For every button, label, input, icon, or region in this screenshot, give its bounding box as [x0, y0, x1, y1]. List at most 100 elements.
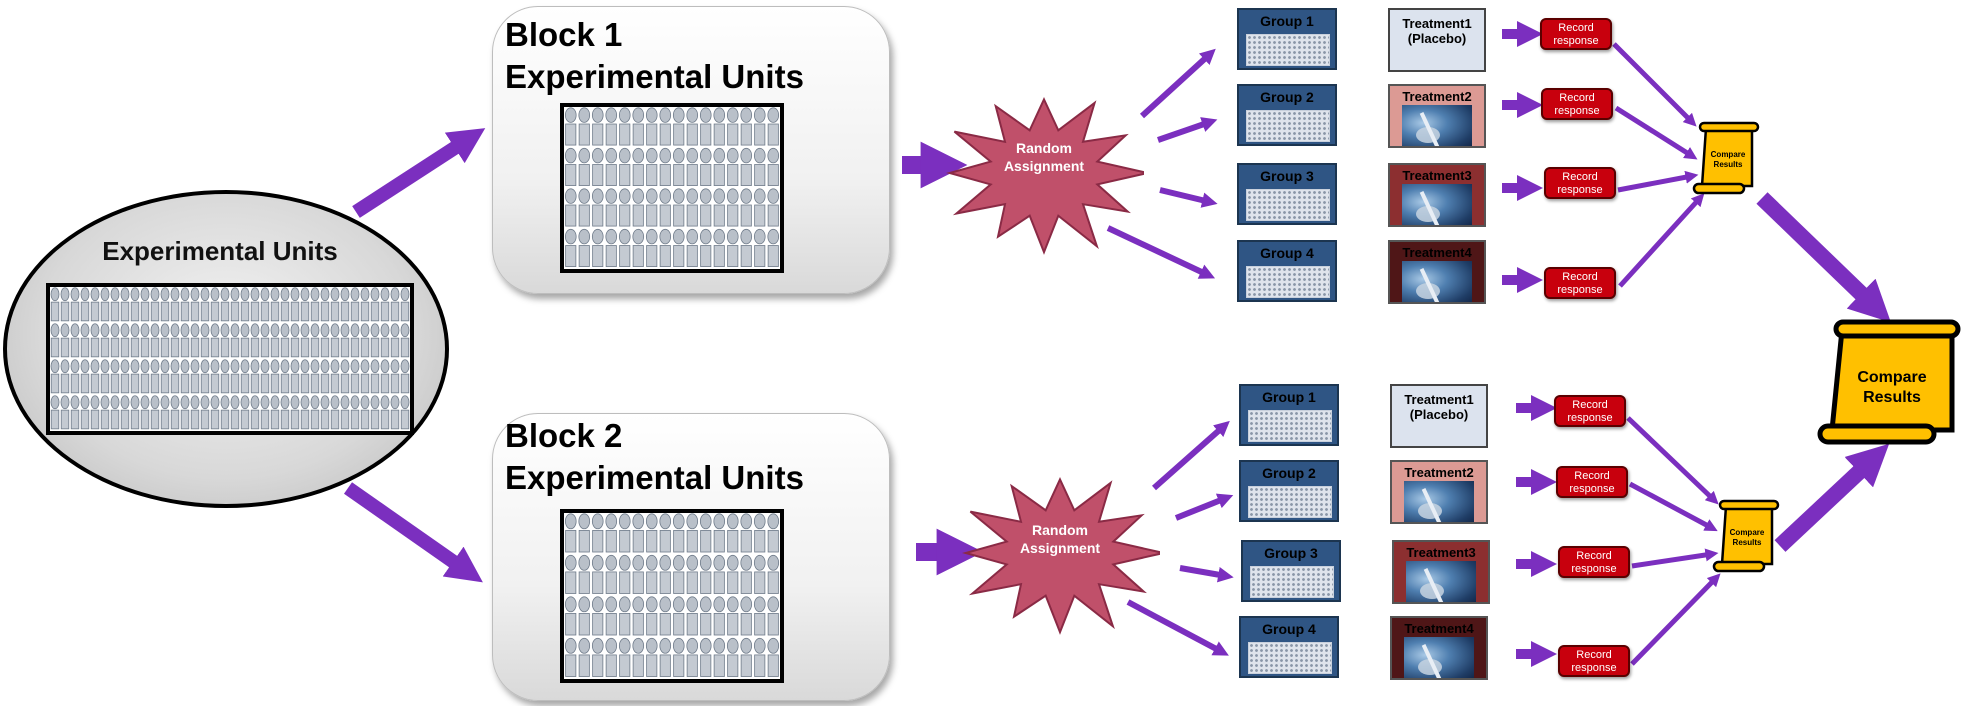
block-2-treatment-3: Treatment3 [1392, 540, 1490, 604]
arrow-icon [1126, 599, 1229, 656]
treatment-label: Treatment4 [1402, 245, 1472, 260]
arrow-icon [1612, 42, 1697, 127]
block-2-group-1: Group 1 [1239, 384, 1339, 446]
block-2-unit-grid [560, 509, 784, 683]
block-1-treatment-2: Treatment2 [1388, 84, 1486, 148]
group-unit-grid [1250, 566, 1334, 598]
arrow-icon [1614, 105, 1698, 160]
block-2-treatment-4: Treatment4 [1390, 616, 1488, 680]
record-line2: response [1571, 563, 1617, 575]
group-unit-grid [1246, 34, 1330, 66]
syringe-photo-icon [1406, 561, 1476, 602]
arrow-icon [1139, 48, 1216, 119]
arrow-icon [1617, 170, 1699, 193]
treatment-label: Treatment2 [1402, 89, 1472, 104]
block-1-treatment-1: Treatment1 (Placebo) [1388, 8, 1486, 72]
random-assignment-label-2: Random Assignment [1019, 522, 1101, 556]
compare-results-small-2: Compare Results [1724, 528, 1770, 548]
arrow-icon [1774, 443, 1890, 552]
block-1-title-line2: Experimental Units [505, 58, 804, 95]
record-line2: response [1554, 105, 1600, 117]
block-2-treatment-2: Treatment2 [1390, 460, 1488, 524]
compare-line2: Results [1863, 389, 1921, 406]
block-2-treatment-1: Treatment1 (Placebo) [1390, 384, 1488, 448]
record-line2: response [1569, 483, 1615, 495]
group-unit-grid [1248, 486, 1332, 518]
block-2-group-2: Group 2 [1239, 460, 1339, 522]
group-label: Group 2 [1260, 89, 1314, 105]
block-1-group-2: Group 2 [1237, 84, 1337, 146]
treatment-note: (Placebo) [1409, 407, 1469, 422]
arrow-icon [1626, 416, 1719, 505]
block-2-title: Block 2 Experimental Units [505, 415, 905, 499]
arrow-icon [1631, 548, 1719, 569]
scroll-icon [1692, 121, 1760, 195]
arrow-icon [1630, 573, 1721, 666]
syringe-photo-icon [1402, 261, 1472, 302]
block-2-title-line2: Experimental Units [505, 459, 804, 496]
arrow-icon [1159, 187, 1218, 208]
block-1-title-line1: Block 1 [505, 16, 623, 53]
record-line1: Record [1576, 649, 1612, 661]
treatment-label: Treatment3 [1402, 168, 1472, 183]
block-1-group-3: Group 3 [1237, 163, 1337, 225]
unit-icons [50, 287, 410, 430]
arrow-icon [1174, 493, 1234, 521]
record-line2: response [1571, 662, 1617, 674]
treatment-name: Treatment1 [1404, 392, 1474, 407]
compare-line2: Results [1713, 160, 1743, 169]
group-label: Group 1 [1262, 389, 1316, 405]
starburst-icon [945, 97, 1144, 255]
pool-unit-grid [46, 283, 414, 435]
starburst-icon [961, 477, 1160, 635]
group-unit-grid [1246, 110, 1330, 142]
block-1-title: Block 1 Experimental Units [505, 14, 905, 98]
syringe-photo-icon [1404, 637, 1474, 678]
random-assignment-label-1: Random Assignment [1003, 140, 1085, 174]
treatment-label: Treatment1 (Placebo) [1392, 392, 1486, 422]
syringe-photo-icon [1402, 105, 1472, 146]
record-line1: Record [1559, 92, 1595, 104]
treatment-label: Treatment3 [1406, 545, 1476, 560]
record-line2: response [1557, 184, 1603, 196]
record-line1: Record [1558, 22, 1594, 34]
scroll-icon [1817, 319, 1961, 445]
treatment-note: (Placebo) [1407, 31, 1467, 46]
group-unit-grid [1246, 189, 1330, 221]
block-2-title-line1: Block 2 [505, 417, 623, 454]
compare-line2: Results [1732, 538, 1762, 547]
group-unit-grid [1248, 642, 1332, 674]
group-label: Group 4 [1260, 245, 1314, 261]
compare-results-small-1: Compare Results [1705, 150, 1751, 170]
compare-line1: Compare [1729, 528, 1765, 537]
compare-results-final: Compare Results [1832, 368, 1952, 408]
arrow-icon [1106, 225, 1216, 279]
record-line1: Record [1562, 171, 1598, 183]
arrow-icon [352, 128, 486, 218]
scroll-icon [1712, 499, 1780, 573]
record-line2: response [1567, 412, 1613, 424]
unit-icons [564, 107, 780, 267]
block-1-treatment-4: Treatment4 [1388, 240, 1486, 304]
arrow-icon [1628, 481, 1718, 532]
arrow-icon [1756, 192, 1891, 323]
record-line2: response [1553, 35, 1599, 47]
block-1-group-1: Group 1 [1237, 8, 1337, 70]
record-line1: Record [1572, 399, 1608, 411]
group-label: Group 3 [1260, 168, 1314, 184]
arrow-icon [1179, 565, 1234, 583]
arrow-icon [1157, 117, 1218, 143]
arrow-icon [1618, 193, 1705, 288]
arrow-icon [343, 482, 483, 583]
treatment-label: Treatment1 (Placebo) [1390, 16, 1484, 46]
block-1-group-4: Group 4 [1237, 240, 1337, 302]
treatment-name: Treatment1 [1402, 16, 1472, 31]
